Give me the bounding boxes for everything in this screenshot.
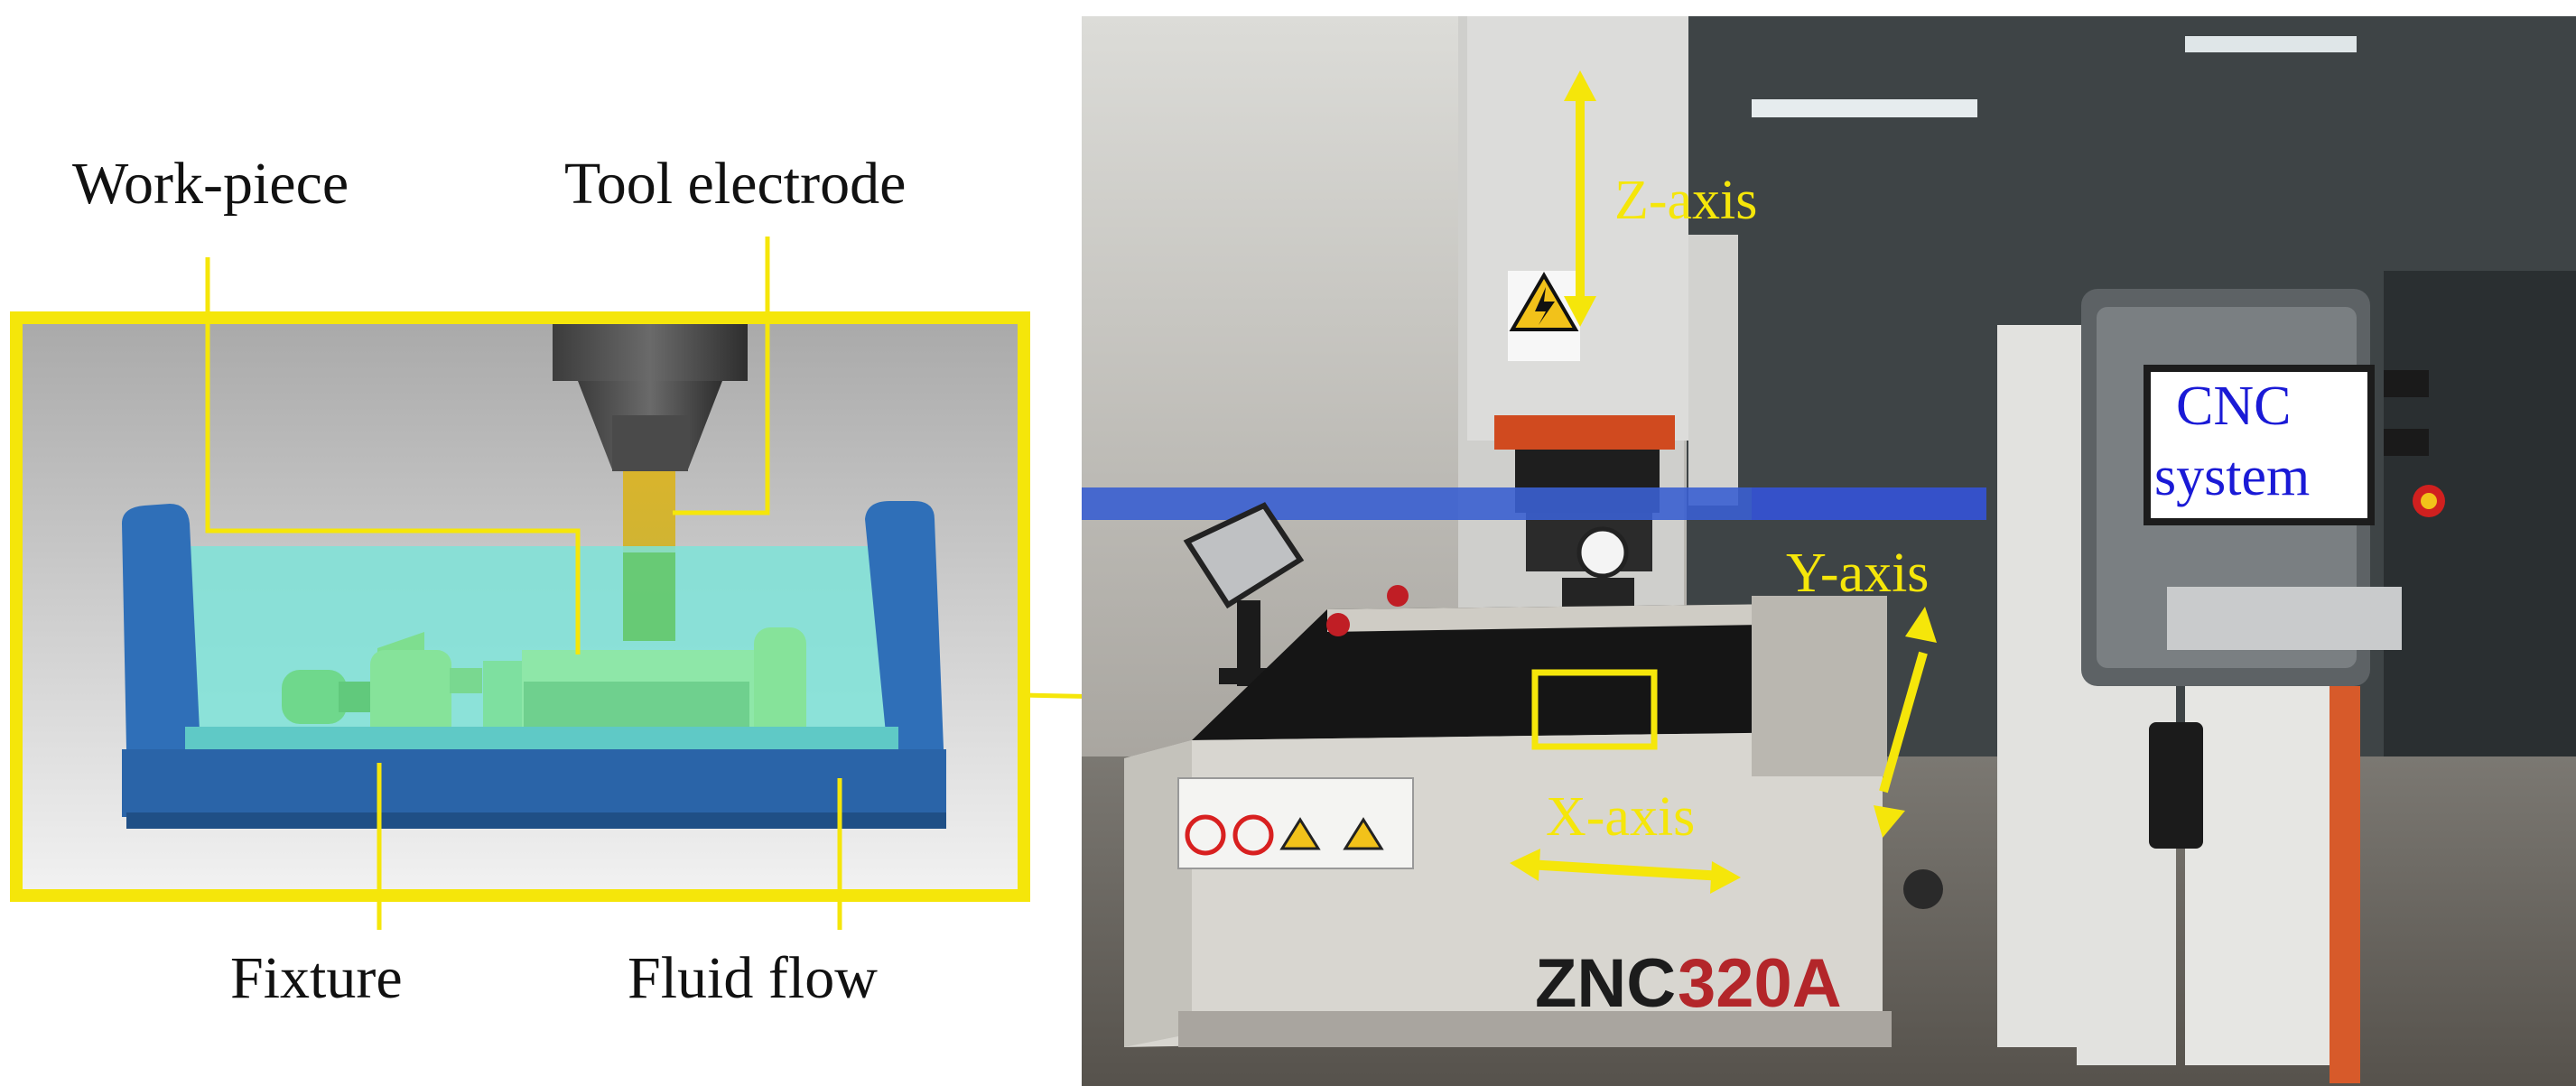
machine-photo: Z-axis Y-axis X-axis CNC system ZNC 320A [1082,16,2576,1086]
machine-model-suffix: 320A [1678,945,1842,1022]
fixture-label: Fixture [230,945,403,1011]
electric-warning-sign [1508,271,1580,361]
axis-arrows [1510,70,1937,894]
schematic-panel: Work-piece Tool electrode Fixture Fluid … [10,151,1030,1011]
machine-model-prefix: ZNC [1535,945,1676,1022]
workpiece-label: Work-piece [72,151,349,217]
fluid-flow-label: Fluid flow [628,945,878,1011]
schematic-frame [10,311,1030,902]
cnc-cabinet [1997,289,2445,1083]
callout-lines [205,237,842,930]
tool-electrode-label: Tool electrode [564,151,906,217]
tool-holder [553,318,748,471]
safety-labels [1177,777,1414,869]
cnc-label-line2: system [2154,446,2310,507]
tank [122,501,946,829]
cnc-label-line1: CNC [2176,376,2291,437]
zoom-highlight-box [1531,669,1658,750]
x-axis-label: X-axis [1546,786,1695,848]
z-axis-label: Z-axis [1614,170,1757,231]
cnc-screen [2144,365,2375,525]
y-axis-label: Y-axis [1786,543,1929,604]
